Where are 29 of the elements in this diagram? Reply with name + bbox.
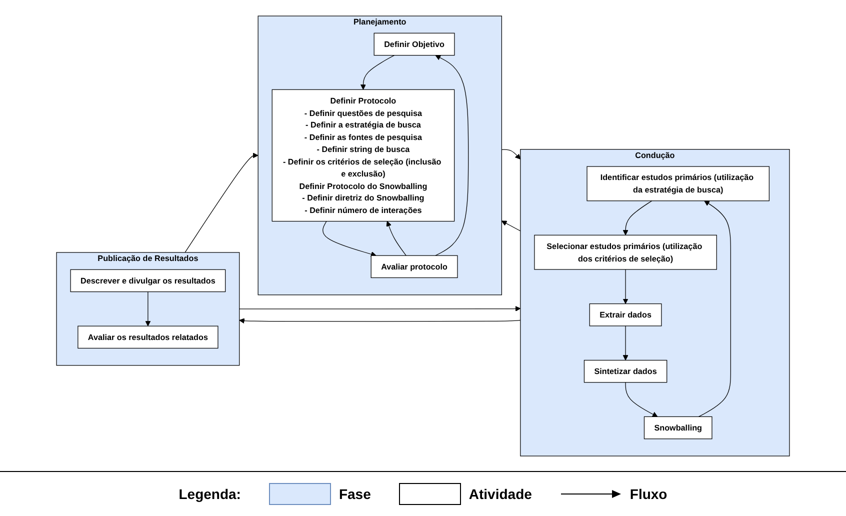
arrow: [435, 54, 469, 256]
node-box: Definir Protocolo - Definir questões de pesquisa - Definir a estratégia de busca - Definir as fontes de pesquisa - Definir string de busca - Definir os critérios de seleção (inclusão e exclusão) Definir Protocolo do Snowballing - Definir diretriz do Snowballing - Definir número de interações: [272, 88, 455, 222]
arrow: [501, 220, 521, 231]
node-box: Avaliar protocolo: [370, 254, 458, 278]
arrow: [184, 152, 258, 252]
arrow: [622, 268, 628, 304]
arrow: [360, 54, 395, 90]
legend-heading: Legenda:: [178, 486, 241, 502]
node-box: Descrever e divulgar os resultados: [70, 268, 226, 292]
arrow: [501, 148, 521, 159]
arrow: [145, 290, 151, 326]
node-box: Definir Objetivo: [374, 32, 455, 56]
node-box: Extrair dados: [589, 302, 662, 326]
node-box: Selecionar estudos primários (utilização dos critérios de seleção): [534, 234, 717, 270]
arrow: [386, 220, 406, 256]
node-box: Identificar estudos primários (utilização da estratégia de busca): [586, 166, 770, 201]
legend-label: Fluxo: [630, 486, 668, 502]
node-box: Snowballing: [644, 416, 712, 439]
arrow: [698, 200, 731, 417]
arrow: [239, 318, 521, 324]
node-box: Sintetizar dados: [584, 359, 668, 382]
arrow: [625, 382, 658, 416]
arrow: [622, 200, 652, 235]
arrow: [322, 220, 376, 256]
node-box: Avaliar os resultados relatados: [78, 325, 218, 348]
arrow: [239, 305, 521, 311]
legend-label: Atividade: [468, 486, 532, 502]
legend-label: Fase: [338, 486, 371, 502]
arrow: [622, 325, 628, 360]
